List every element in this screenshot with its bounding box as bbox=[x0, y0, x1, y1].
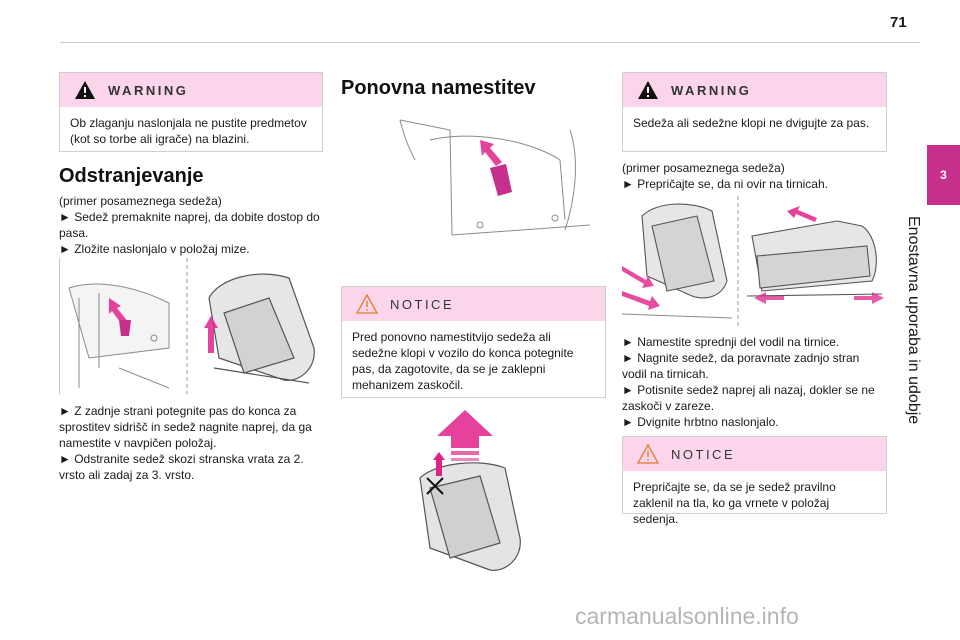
no-icon bbox=[426, 477, 444, 495]
instruction-line: (primer posameznega sedeža) bbox=[622, 161, 785, 175]
warning-label: WARNING bbox=[108, 82, 189, 98]
strap-handle bbox=[490, 164, 512, 196]
chapter-title: Enostavna uporaba in udobje bbox=[900, 216, 926, 446]
instruction-line: (primer posameznega sedeža) bbox=[59, 194, 222, 208]
folded-seat-illustration bbox=[208, 273, 315, 384]
warning-icon bbox=[638, 81, 658, 99]
up-arrow-large bbox=[437, 410, 493, 461]
instruction-line: ► Z zadnje strani potegnite pas do konca… bbox=[59, 404, 312, 450]
watermark: carmanualsonline.info bbox=[575, 603, 799, 629]
section-heading: Odstranjevanje bbox=[59, 165, 204, 187]
notice-icon bbox=[356, 294, 378, 314]
notice-box: NOTICE Prepričajte se, da se je sedež pr… bbox=[622, 436, 887, 526]
instruction-line: ► Odstranite sedež skozi stranska vrata … bbox=[59, 452, 304, 482]
slide-arrow-right bbox=[854, 292, 884, 304]
pull-arrow bbox=[109, 298, 129, 326]
rail-arrow bbox=[622, 291, 660, 310]
notice-box: NOTICE Pred ponovno namestitvijo sedeža … bbox=[341, 286, 606, 398]
instruction-block: ► Z zadnje strani potegnite pas do konca… bbox=[59, 403, 321, 483]
notice-label: NOTICE bbox=[390, 296, 455, 312]
instruction-line: ► Prepričajte se, da ni ovir na tirnicah… bbox=[622, 177, 828, 191]
instruction-block: (primer posameznega sedeža) ► Sedež prem… bbox=[59, 193, 321, 257]
instruction-line: ► Namestite sprednji del vodil na tirnic… bbox=[622, 335, 840, 349]
lift-arrow bbox=[204, 316, 218, 353]
tilt-arrow bbox=[787, 206, 817, 222]
instruction-line: ► Dvignite hrbtno naslonjalo. bbox=[622, 415, 779, 429]
seat-removal-illustration bbox=[59, 258, 315, 394]
chapter-tab[interactable]: 3 bbox=[927, 145, 960, 205]
warning-icon bbox=[75, 81, 95, 99]
belt-pull-illustration bbox=[399, 119, 591, 236]
warning-box: WARNING Sedeža ali sedežne klopi ne dvig… bbox=[622, 72, 887, 152]
chapter-title-text: Enostavna uporaba in udobje bbox=[905, 216, 922, 425]
notice-header: NOTICE bbox=[342, 287, 605, 321]
notice-text: Pred ponovno namestitvijo sedeža ali sed… bbox=[352, 330, 574, 392]
seat-lift-illustration bbox=[419, 410, 521, 571]
instruction-block: (primer posameznega sedeža) ► Prepričajt… bbox=[622, 160, 885, 192]
slide-arrow-left bbox=[754, 292, 784, 304]
instruction-line: ► Potisnite sedež naprej ali nazaj, dokl… bbox=[622, 383, 875, 413]
strap-handle bbox=[119, 320, 131, 336]
seat-belt-illustration bbox=[59, 258, 170, 394]
instruction-block: ► Namestite sprednji del vodil na tirnic… bbox=[622, 334, 885, 430]
notice-icon bbox=[637, 444, 659, 464]
rail-arrow bbox=[622, 266, 654, 288]
notice-text: Prepričajte se, da se je sedež pravilno … bbox=[633, 480, 836, 526]
warning-header: WARNING bbox=[60, 73, 322, 107]
warning-box: WARNING Ob zlaganju naslonjala ne pustit… bbox=[59, 72, 323, 152]
page-number: 71 bbox=[890, 14, 907, 31]
top-divider bbox=[60, 42, 920, 43]
seat-install-illustration bbox=[622, 196, 884, 328]
notice-label: NOTICE bbox=[671, 446, 736, 462]
notice-header: NOTICE bbox=[623, 437, 886, 471]
warning-text: Sedeža ali sedežne klopi ne dvigujte za … bbox=[633, 116, 870, 130]
instruction-line: ► Zložite naslonjalo v položaj mize. bbox=[59, 242, 250, 256]
pull-arrow bbox=[480, 140, 502, 166]
warning-text: Ob zlaganju naslonjala ne pustite predme… bbox=[70, 116, 307, 146]
lift-arrow bbox=[433, 452, 445, 476]
warning-header: WARNING bbox=[623, 73, 886, 107]
section-heading: Ponovna namestitev bbox=[341, 77, 536, 99]
warning-label: WARNING bbox=[671, 82, 752, 98]
instruction-line: ► Nagnite sedež, da poravnate zadnjo str… bbox=[622, 351, 860, 381]
instruction-line: ► Sedež premaknite naprej, da dobite dos… bbox=[59, 210, 320, 240]
